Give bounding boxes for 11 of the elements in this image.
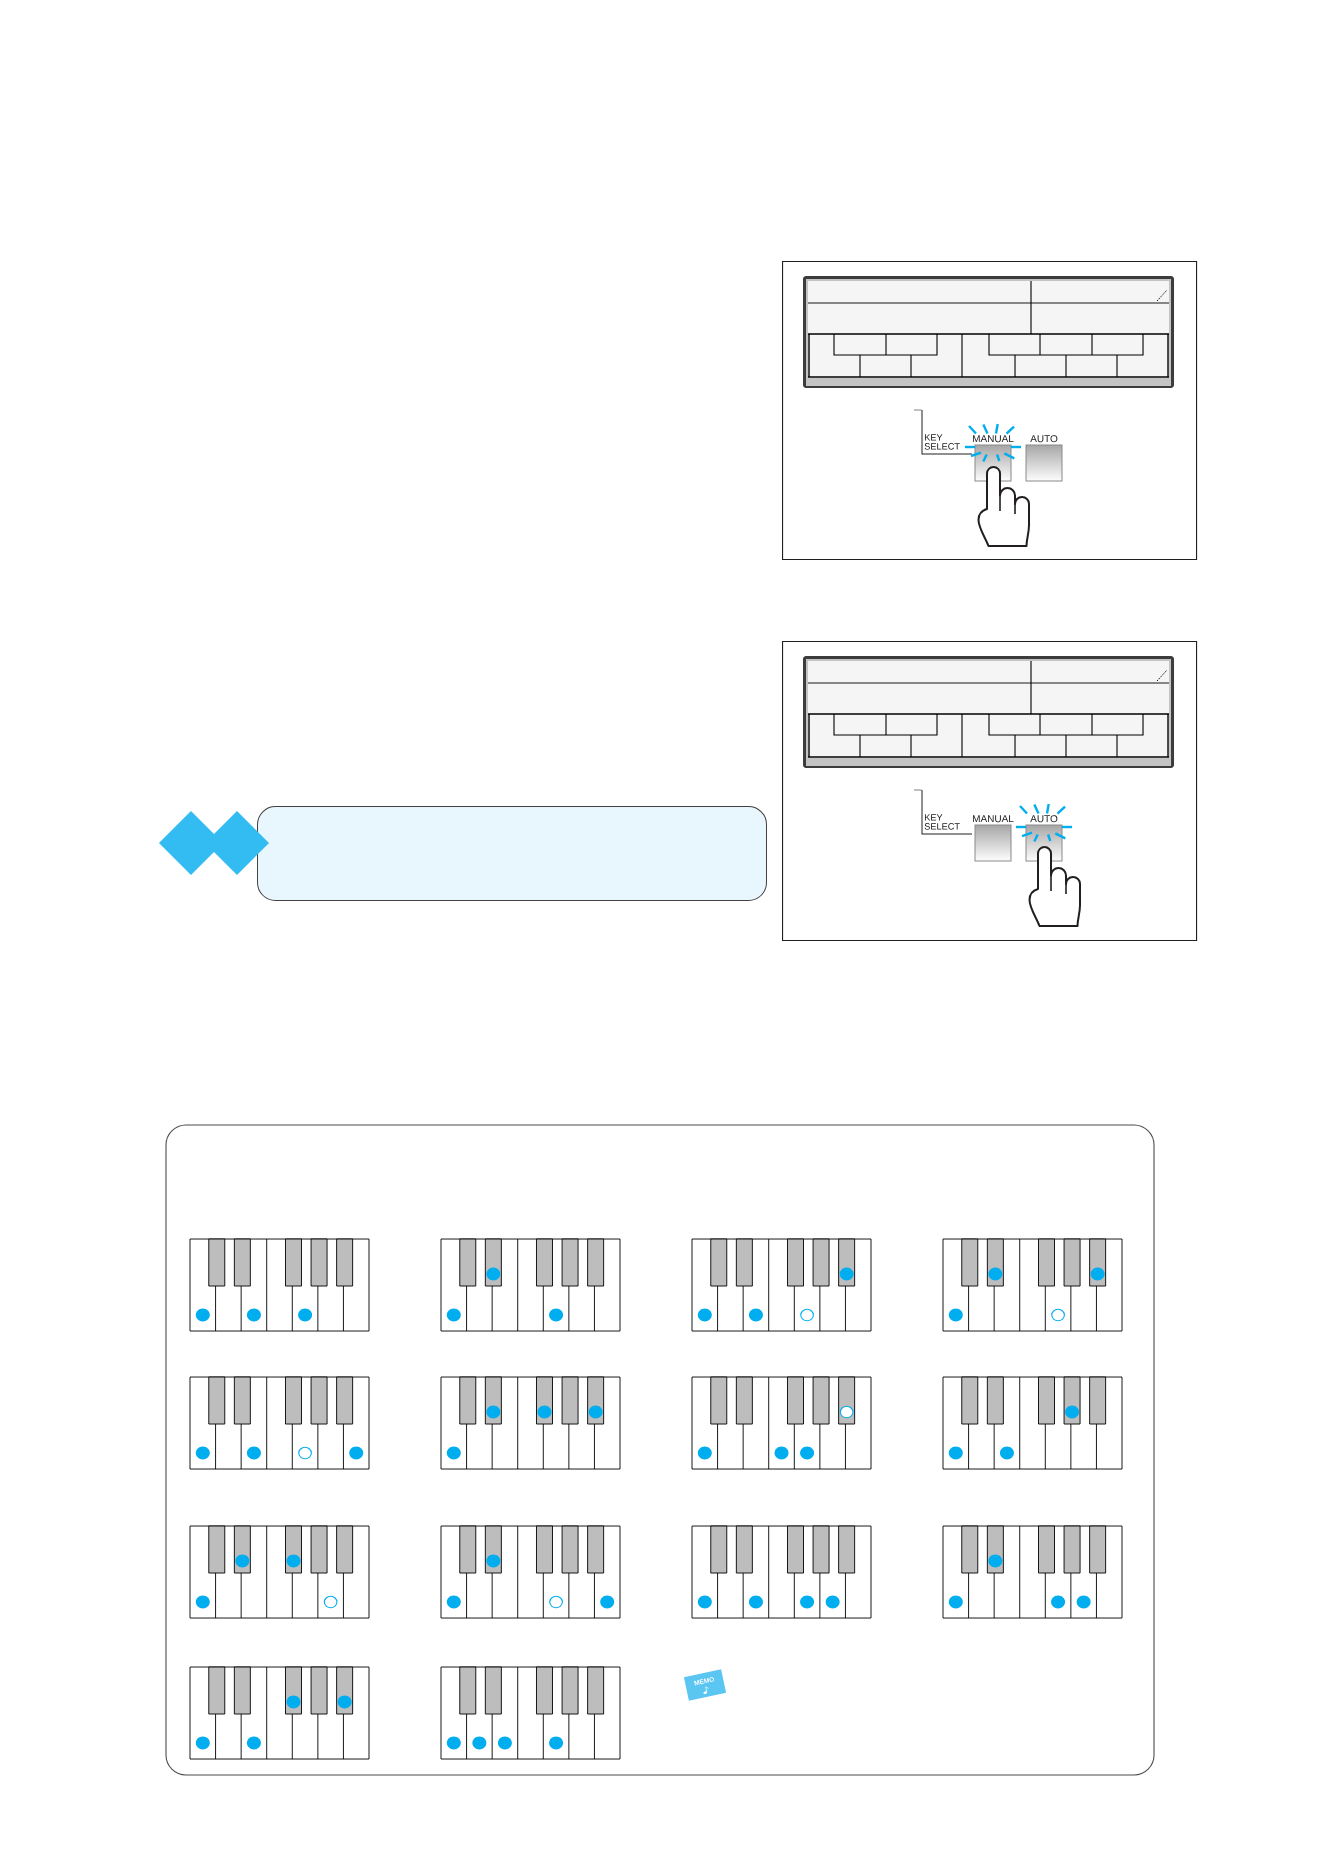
- panel-frame: [782, 261, 1198, 561]
- node-label: MANUAL: [972, 815, 1014, 823]
- push-button: AUTO: [1025, 435, 1063, 482]
- node-label: AUTO: [1030, 815, 1058, 823]
- group-label: KEY SELECT: [924, 434, 960, 450]
- push-button: MANUAL: [973, 815, 1014, 862]
- note-box: [257, 806, 767, 901]
- node-label: MANUAL: [972, 435, 1014, 443]
- group-label: KEY SELECT: [924, 814, 960, 830]
- node-label: AUTO: [1030, 435, 1058, 443]
- panel-frame: [782, 641, 1198, 942]
